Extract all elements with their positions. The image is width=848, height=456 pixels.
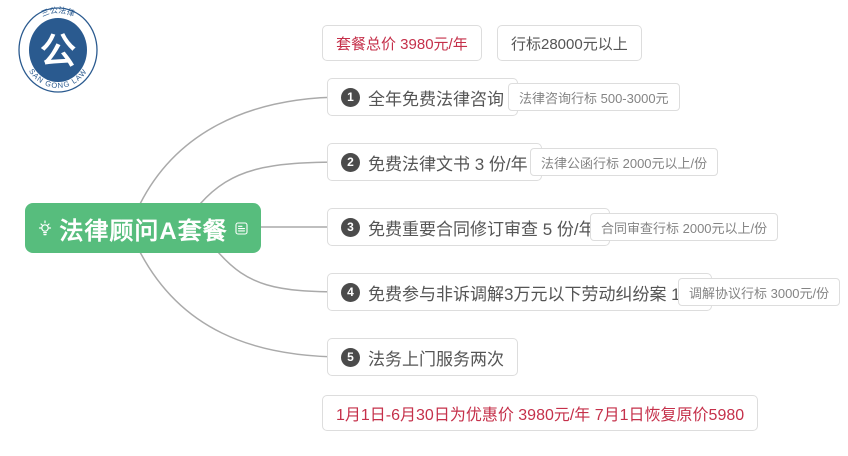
industry-standard-label: 行标28000元以上	[511, 35, 628, 53]
branch-node-3[interactable]: 3 免费重要合同修订审查 5 份/年	[327, 208, 610, 246]
root-topic-node[interactable]: 法律顾问A套餐	[25, 203, 261, 253]
branch-number-badge: 1	[341, 87, 360, 107]
industry-standard-node[interactable]: 行标28000元以上	[497, 25, 642, 61]
branch-child-label: 调解协议行标 3000元/份	[689, 285, 830, 301]
branch-child-node-2[interactable]: 法律公函行标 2000元以上/份	[530, 148, 719, 176]
logo-top-text: 三公法律	[40, 5, 76, 19]
branch-child-node-4[interactable]: 调解协议行标 3000元/份	[678, 278, 841, 306]
branch-number-badge: 3	[341, 217, 360, 237]
company-logo: 公 三公法律 SAN GONG LAW	[18, 5, 98, 93]
branch-child-label: 法律咨询行标 500-3000元	[519, 90, 669, 106]
branch-label: 全年免费法律咨询	[368, 89, 504, 109]
svg-text:三公法律: 三公法律	[40, 5, 76, 19]
branch-label: 免费法律文书 3 份/年	[368, 154, 528, 174]
logo-glyph: 公	[40, 30, 76, 71]
branch-number-badge: 4	[341, 282, 360, 302]
lightbulb-icon	[39, 220, 52, 236]
promo-price-label: 1月1日-6月30日为优惠价 3980元/年 7月1日恢复原价5980	[336, 407, 745, 424]
branch-node-4[interactable]: 4 免费参与非诉调解3万元以下劳动纠纷案 1次	[327, 273, 712, 311]
package-price-node[interactable]: 套餐总价 3980元/年	[322, 25, 482, 61]
branch-child-node-3[interactable]: 合同审查行标 2000元以上/份	[590, 213, 779, 241]
note-icon[interactable]	[235, 221, 248, 235]
branch-number-badge: 5	[341, 347, 360, 367]
branch-label: 法务上门服务两次	[368, 349, 504, 369]
package-price-label: 套餐总价 3980元/年	[336, 35, 468, 53]
branch-node-1[interactable]: 1 全年免费法律咨询	[327, 78, 518, 116]
branch-label: 免费重要合同修订审查 5 份/年	[368, 219, 596, 239]
root-topic-label: 法律顾问A套餐	[59, 217, 228, 245]
branch-label: 免费参与非诉调解3万元以下劳动纠纷案 1次	[368, 284, 698, 304]
branch-node-2[interactable]: 2 免费法律文书 3 份/年	[327, 143, 542, 181]
branch-child-label: 法律公函行标 2000元以上/份	[541, 155, 708, 171]
branch-child-label: 合同审查行标 2000元以上/份	[601, 220, 768, 236]
branch-child-node-1[interactable]: 法律咨询行标 500-3000元	[508, 83, 680, 111]
branch-node-5[interactable]: 5 法务上门服务两次	[327, 338, 518, 376]
branch-number-badge: 2	[341, 152, 360, 172]
promo-price-node[interactable]: 1月1日-6月30日为优惠价 3980元/年 7月1日恢复原价5980	[322, 395, 759, 431]
